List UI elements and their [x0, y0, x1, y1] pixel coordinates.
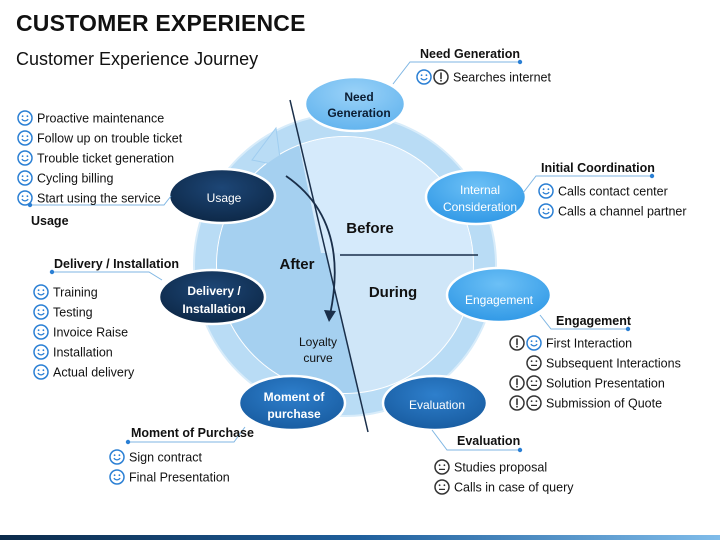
ring-arrowhead-icon: [251, 126, 282, 167]
node-engagement[interactable]: Engagement: [445, 266, 553, 324]
node-label: Usage: [207, 191, 242, 205]
page-title: CUSTOMER EXPERIENCE: [16, 10, 306, 36]
callout-heading: Need Generation: [420, 47, 520, 61]
node-label: Moment of: [264, 390, 326, 404]
smiley-face-icon: [538, 183, 554, 199]
smiley-face-icon: [109, 469, 125, 485]
callout-item-text: Calls contact center: [558, 185, 668, 199]
callout-item-text: Invoice Raise: [53, 326, 128, 340]
node-label: Generation: [327, 106, 390, 120]
exclamation-icon: [509, 375, 525, 391]
neutral-face-icon: [434, 479, 450, 495]
smiley-face-icon: [33, 344, 49, 360]
smiley-face-icon: [17, 190, 33, 206]
callout-item-text: Calls in case of query: [454, 481, 574, 495]
callout-item-text: Solution Presentation: [546, 377, 665, 391]
neutral-face-icon: [526, 375, 542, 391]
callout-item-text: Training: [53, 286, 98, 300]
callout-heading: Delivery / Installation: [54, 257, 179, 271]
callout-heading: Moment of Purchase: [131, 426, 254, 440]
callout-item-text: Trouble ticket generation: [37, 152, 174, 166]
callout-item-text: Actual delivery: [53, 366, 135, 380]
leader-dots: [27, 59, 655, 453]
callout-heading: Evaluation: [457, 434, 520, 448]
footer-bar: [0, 535, 720, 540]
loyalty-curve-arrowhead-icon: [324, 310, 336, 322]
callout-heading: Initial Coordination: [541, 161, 655, 175]
smiley-face-icon: [17, 110, 33, 126]
node-label: purchase: [267, 407, 321, 421]
node-need-generation[interactable]: Need Generation: [303, 75, 407, 133]
callout-delivery-installation: Delivery / InstallationTrainingTestingIn…: [33, 257, 179, 380]
node-label: Consideration: [443, 200, 517, 214]
exclamation-icon: [433, 69, 449, 85]
curve-label: curve: [303, 351, 333, 365]
smiley-face-icon: [416, 69, 432, 85]
loyalty-curve-path: [285, 175, 336, 316]
smiley-face-icon: [33, 364, 49, 380]
smiley-face-icon: [33, 284, 49, 300]
callout-item-text: Studies proposal: [454, 461, 547, 475]
exclamation-icon: [509, 335, 525, 351]
callout-heading: Usage: [31, 214, 69, 228]
node-label: Engagement: [465, 293, 534, 307]
exclamation-icon: [509, 395, 525, 411]
callout-item-text: Start using the service: [37, 192, 161, 206]
callout-item-text: Cycling billing: [37, 172, 113, 186]
callout-item-text: First Interaction: [546, 337, 632, 351]
smiley-face-icon: [17, 130, 33, 146]
node-evaluation[interactable]: Evaluation: [381, 374, 489, 432]
node-label: Installation: [182, 302, 245, 316]
node-usage[interactable]: Usage: [167, 167, 277, 225]
during-label: During: [369, 284, 417, 301]
callout-heading: Engagement: [556, 314, 632, 328]
callout-item-text: Follow up on trouble ticket: [37, 132, 183, 146]
after-label: After: [279, 256, 314, 273]
neutral-face-icon: [526, 355, 542, 371]
leader-lines: [30, 61, 652, 451]
node-label: Evaluation: [409, 398, 465, 412]
node-label: Delivery /: [187, 284, 241, 298]
node-label: Internal: [460, 183, 500, 197]
node-moment-of-purchase[interactable]: Moment of purchase: [237, 374, 347, 432]
smiley-face-icon: [33, 324, 49, 340]
smiley-face-icon: [33, 304, 49, 320]
node-internal-consideration[interactable]: Internal Consideration: [424, 168, 528, 226]
smiley-face-icon: [538, 203, 554, 219]
page-subtitle: Customer Experience Journey: [16, 49, 259, 69]
callout-item-text: Installation: [53, 346, 113, 360]
callout-item-text: Calls a channel partner: [558, 205, 687, 219]
smiley-face-icon: [17, 170, 33, 186]
before-label: Before: [346, 220, 394, 237]
callout-item-text: Subsequent Interactions: [546, 357, 681, 371]
neutral-face-icon: [526, 395, 542, 411]
smiley-face-icon: [526, 335, 542, 351]
smiley-face-icon: [17, 150, 33, 166]
callout-item-text: Final Presentation: [129, 471, 230, 485]
callout-item-text: Proactive maintenance: [37, 112, 164, 126]
callout-item-text: Searches internet: [453, 71, 552, 85]
node-label: Need: [344, 90, 373, 104]
loyalty-label: Loyalty: [299, 335, 337, 349]
node-delivery-installation[interactable]: Delivery / Installation: [157, 268, 267, 326]
smiley-face-icon: [109, 449, 125, 465]
divider-line-after: [289, 99, 369, 433]
callout-item-text: Submission of Quote: [546, 397, 662, 411]
after-section: [217, 137, 368, 393]
callout-item-text: Sign contract: [129, 451, 202, 465]
callout-item-text: Testing: [53, 306, 93, 320]
neutral-face-icon: [434, 459, 450, 475]
